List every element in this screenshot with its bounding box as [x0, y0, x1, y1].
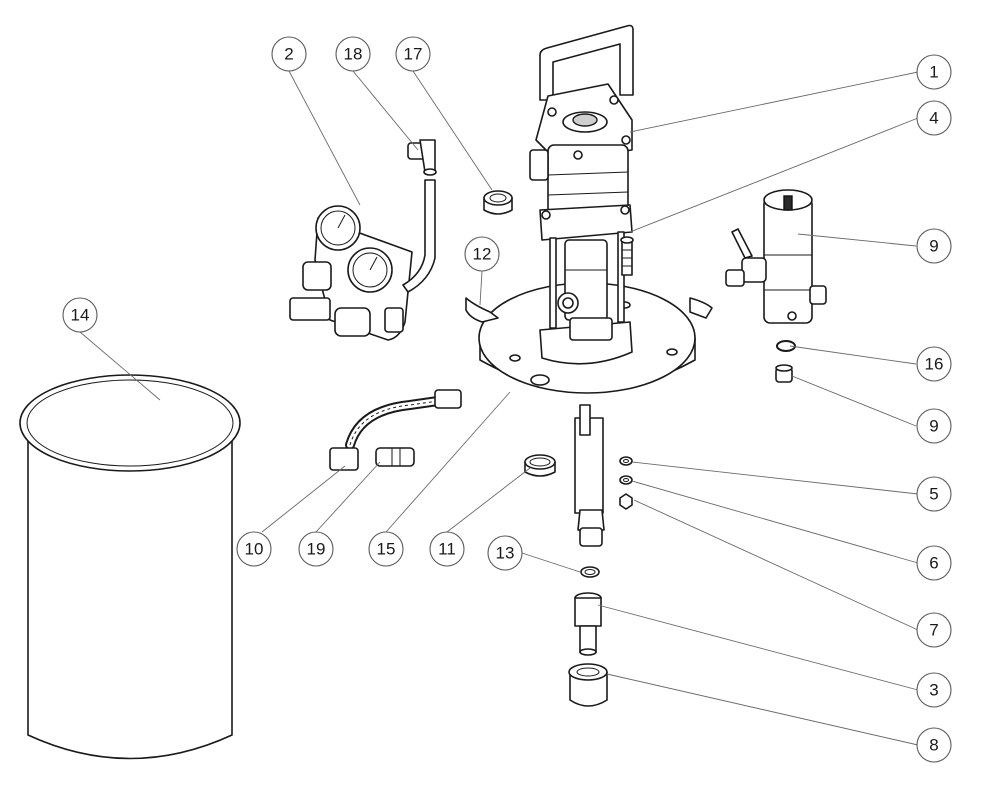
callout-3-label: 3: [929, 681, 938, 700]
part-bolt: [620, 236, 634, 276]
callout-1-label: 1: [929, 63, 938, 82]
callout-5-label: 5: [929, 485, 938, 504]
part-regulator-gauges: [289, 179, 436, 341]
part-ring-seal: [524, 454, 556, 477]
callout-15: 15: [368, 531, 404, 567]
callout-1: 1: [916, 54, 952, 90]
callout-13-label: 13: [496, 544, 515, 563]
leader-lines: [79, 70, 919, 746]
callout-5: 5: [916, 476, 952, 512]
callout-7: 7: [916, 612, 952, 648]
callout-18: 18: [335, 36, 371, 72]
callout-17-label: 17: [404, 45, 423, 64]
callout-17: 17: [395, 36, 431, 72]
callout-14: 14: [62, 297, 98, 333]
part-cap: [483, 190, 513, 215]
part-elbow-fitting: [407, 139, 437, 176]
callout-8: 8: [916, 727, 952, 763]
callout-6: 6: [916, 545, 952, 581]
part-valve-assembly: [725, 189, 827, 324]
part-strainer: [568, 663, 608, 707]
part-small-ring: [580, 566, 600, 578]
callout-11-label: 11: [438, 540, 456, 559]
callout-19: 19: [298, 531, 334, 567]
callout-2: 2: [271, 36, 307, 72]
part-coupling: [375, 447, 415, 467]
callout-9-upper-label: 9: [929, 237, 938, 256]
callout-4-label: 4: [929, 109, 938, 128]
callout-15-label: 15: [377, 540, 396, 559]
callout-2-label: 2: [284, 45, 293, 64]
callout-8-label: 8: [929, 736, 938, 755]
callout-3: 3: [916, 672, 952, 708]
callout-13: 13: [487, 535, 523, 571]
callout-10-label: 10: [245, 540, 264, 559]
part-drum-container: [19, 374, 241, 760]
callout-9-lower: 9: [916, 408, 952, 444]
callout-12-label: 12: [473, 245, 492, 264]
part-intake-tube: [574, 592, 602, 656]
callout-16: 16: [916, 346, 952, 382]
part-washers-nut: [619, 456, 633, 510]
callout-7-label: 7: [929, 621, 938, 640]
callout-19-label: 19: [307, 540, 326, 559]
callout-9-upper: 9: [916, 228, 952, 264]
part-pump: [529, 24, 634, 365]
callout-10: 10: [236, 531, 272, 567]
callout-18-label: 18: [344, 45, 363, 64]
callout-4: 4: [916, 100, 952, 136]
callout-6-label: 6: [929, 554, 938, 573]
part-snap-ring: [776, 340, 796, 352]
callout-16-label: 16: [925, 355, 944, 374]
part-suction-tube: [574, 404, 605, 547]
part-hose: [329, 389, 462, 471]
part-wing-nuts: [465, 297, 713, 323]
part-nipple: [775, 364, 793, 383]
callout-14-label: 14: [71, 306, 90, 325]
callout-11: 11: [429, 531, 465, 567]
callout-12: 12: [464, 236, 500, 272]
callout-9-lower-label: 9: [929, 417, 938, 436]
